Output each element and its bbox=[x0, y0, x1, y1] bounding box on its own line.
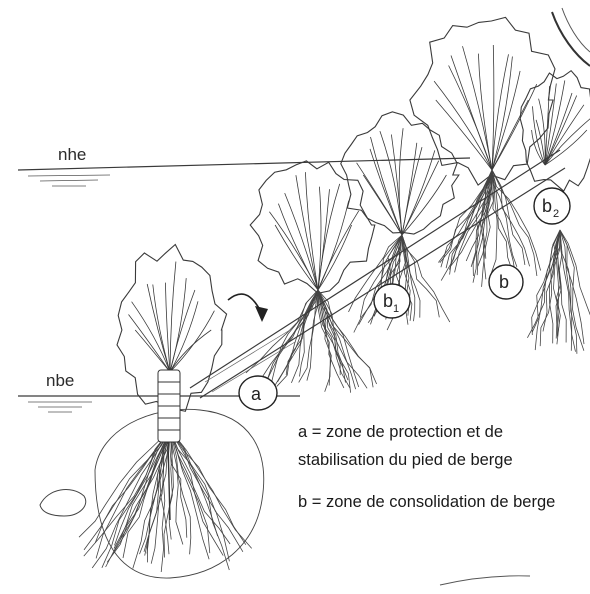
svg-text:b: b bbox=[499, 272, 509, 292]
legend-zone-b: b = zone de consolidation de berge bbox=[298, 488, 588, 516]
plant-canopies bbox=[117, 17, 590, 411]
plant-roots-right bbox=[527, 230, 590, 354]
zone-marker-b2: b 2 bbox=[534, 188, 570, 224]
legend-zone-a: a = zone de protection et de stabilisati… bbox=[298, 418, 588, 474]
zone-marker-b1: b 1 bbox=[374, 284, 410, 318]
high-water-label: nhe bbox=[58, 145, 86, 164]
top-right-curve bbox=[552, 12, 590, 66]
svg-text:b: b bbox=[383, 291, 393, 311]
svg-text:a: a bbox=[251, 384, 262, 404]
legend: a = zone de protection et de stabilisati… bbox=[298, 418, 588, 530]
svg-text:1: 1 bbox=[393, 303, 399, 315]
zone-marker-a: a bbox=[239, 376, 277, 410]
arrow-head-icon bbox=[255, 306, 268, 322]
ground-stroke bbox=[440, 576, 530, 585]
zone-arrow bbox=[228, 294, 260, 310]
low-water-label: nbe bbox=[46, 371, 74, 390]
svg-text:2: 2 bbox=[553, 208, 559, 220]
svg-text:b: b bbox=[542, 196, 552, 216]
plant-canopy-right bbox=[520, 71, 590, 191]
plant-canopy-upper bbox=[341, 112, 459, 235]
plant-roots-left bbox=[79, 430, 252, 572]
plant-canopy-mid bbox=[250, 161, 375, 293]
plant-roots-top bbox=[438, 170, 540, 287]
low-water-ripples bbox=[28, 402, 92, 412]
rock bbox=[40, 490, 86, 516]
zone-marker-b: b bbox=[489, 265, 523, 299]
high-water-ripples bbox=[28, 175, 110, 186]
